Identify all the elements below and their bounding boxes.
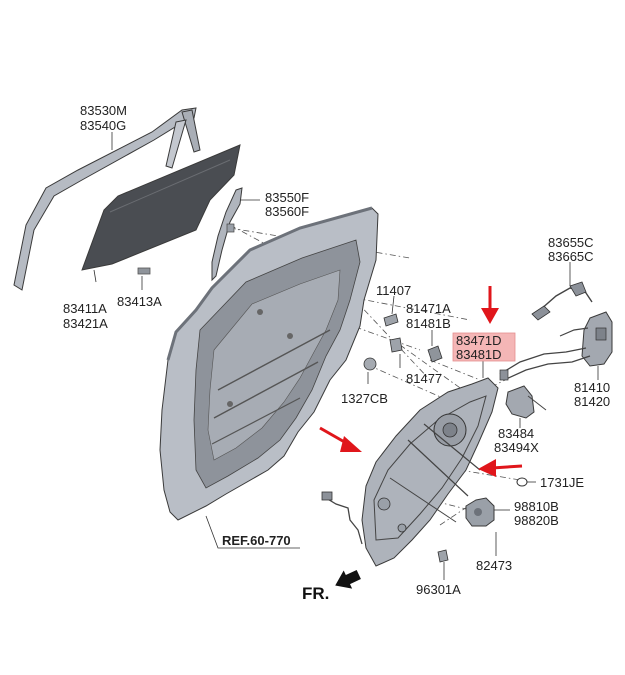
grommet-part [516,477,528,487]
arrow-diagonal-red [319,426,362,452]
highlight-83471d [452,332,516,362]
label-83411a: 83411A [63,301,107,316]
label-96301a: 96301A [416,582,461,597]
arrow-left-red [478,459,523,477]
wire-connector [321,491,333,501]
label-ref-60-770: REF.60-770 [222,533,291,548]
leader-lines [93,132,599,580]
window-regulator-part [361,377,499,567]
label-83494x: 83494X [494,440,539,455]
label-83413a: 83413A [117,294,162,309]
screw-96301a [437,549,449,563]
label-82473: 82473 [476,558,512,573]
label-83655c: 83655C [548,235,594,250]
label-83484: 83484 [498,426,534,441]
latch-assembly-part [499,281,613,381]
glass-clip-83413a [137,267,151,275]
attention-arrows [319,286,523,477]
label-83540g: 83540G [80,118,126,133]
bolt-11407 [383,313,399,327]
rear-channel-part [211,187,243,282]
actuator-part [465,497,495,527]
label-83560f: 83560F [265,204,309,219]
handle-bracket-part [505,385,547,419]
label-83665c: 83665C [548,249,594,264]
label-83471d: 83471D [456,333,502,348]
label-83550f: 83550F [265,190,309,205]
label-98820b: 98820B [514,513,559,528]
striker-81471a [427,345,443,363]
door-glass-part [81,144,241,275]
fasteners [363,313,443,371]
label-81420: 81420 [574,394,610,409]
front-indicator: FR. [302,569,361,603]
front-arrow-icon [335,569,361,589]
label-83421a: 83421A [63,316,108,331]
nut-1327cb [363,357,377,371]
door-panel-part [159,206,379,521]
label-83481d: 83481D [456,347,502,362]
wire-harness [325,497,363,545]
label-81410: 81410 [574,380,610,395]
part-labels: 83530M 83540G 83550F 83560F 83411A 83421… [63,103,610,597]
label-81471a: 81471A [406,301,451,316]
label-1731je: 1731JE [540,475,584,490]
window-channel-part [13,107,201,291]
bolt-81477 [389,337,403,353]
label-81477: 81477 [406,371,442,386]
label-98810b: 98810B [514,499,559,514]
label-1327cb: 1327CB [341,391,388,406]
front-label: FR. [302,584,329,603]
label-11407: 11407 [376,283,411,298]
label-81481b: 81481B [406,316,451,331]
arrow-down-red [481,286,499,324]
label-83530m: 83530M [80,103,127,118]
